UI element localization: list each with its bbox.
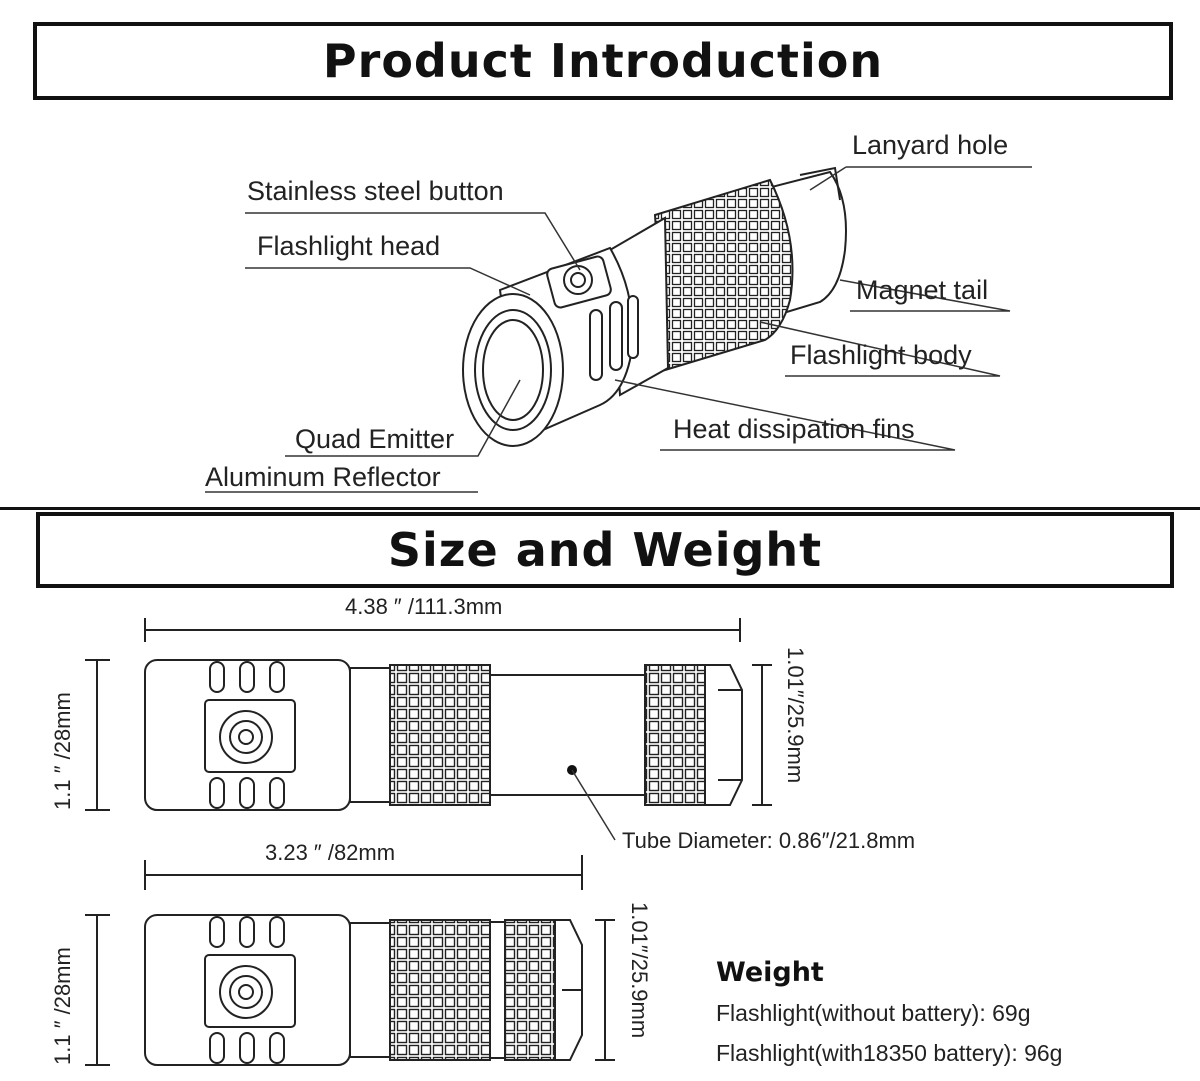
short-head-diameter-label: 1.1 ″ /28mm (50, 947, 75, 1065)
short-length-label: 3.23 ″ /82mm (265, 840, 396, 865)
tube-diameter-label: Tube Diameter: 0.86″/21.8mm (622, 828, 916, 853)
long-length-label: 4.38 ″ /111.3mm (345, 594, 503, 619)
label-flashlight-body: Flashlight body (790, 340, 972, 370)
short-tail-diameter-dimension (595, 919, 615, 1061)
long-head-diameter-label: 1.1 ″ /28mm (50, 692, 75, 810)
label-heat-dissipation-fins: Heat dissipation fins (673, 414, 915, 444)
product-introduction-banner: Product Introduction (33, 22, 1173, 100)
label-quad-emitter: Quad Emitter (295, 424, 455, 454)
section-divider (0, 507, 1200, 510)
weight-with-battery: Flashlight(with18350 battery): 96g (716, 1040, 1063, 1066)
weight-without-battery: Flashlight(without battery): 69g (716, 1000, 1031, 1026)
size-weight-title: Size and Weight (387, 523, 823, 577)
weight-title: Weight (716, 957, 824, 988)
long-head-diameter-dimension (85, 659, 110, 811)
tube-diameter-marker (567, 765, 616, 841)
product-introduction-title: Product Introduction (322, 34, 884, 88)
long-tail-diameter-label: 1.01″/25.9mm (783, 647, 808, 784)
perspective-flashlight (462, 166, 847, 447)
long-tail-diameter-dimension (752, 664, 772, 806)
short-tail-diameter-label: 1.01″/25.9mm (627, 902, 652, 1039)
short-length-dimension (144, 855, 583, 890)
side-view-short (144, 914, 583, 1066)
label-flashlight-head: Flashlight head (257, 231, 441, 261)
label-lanyard-hole: Lanyard hole (852, 130, 1009, 160)
short-head-diameter-dimension (85, 914, 110, 1066)
long-length-dimension (144, 618, 741, 642)
callout-lines (205, 166, 1032, 493)
size-weight-banner: Size and Weight (36, 512, 1174, 588)
label-aluminum-reflector: Aluminum Reflector (205, 462, 441, 492)
label-magnet-tail: Magnet tail (856, 275, 989, 305)
side-view-long (144, 659, 743, 811)
label-stainless-steel-button: Stainless steel button (247, 176, 504, 206)
